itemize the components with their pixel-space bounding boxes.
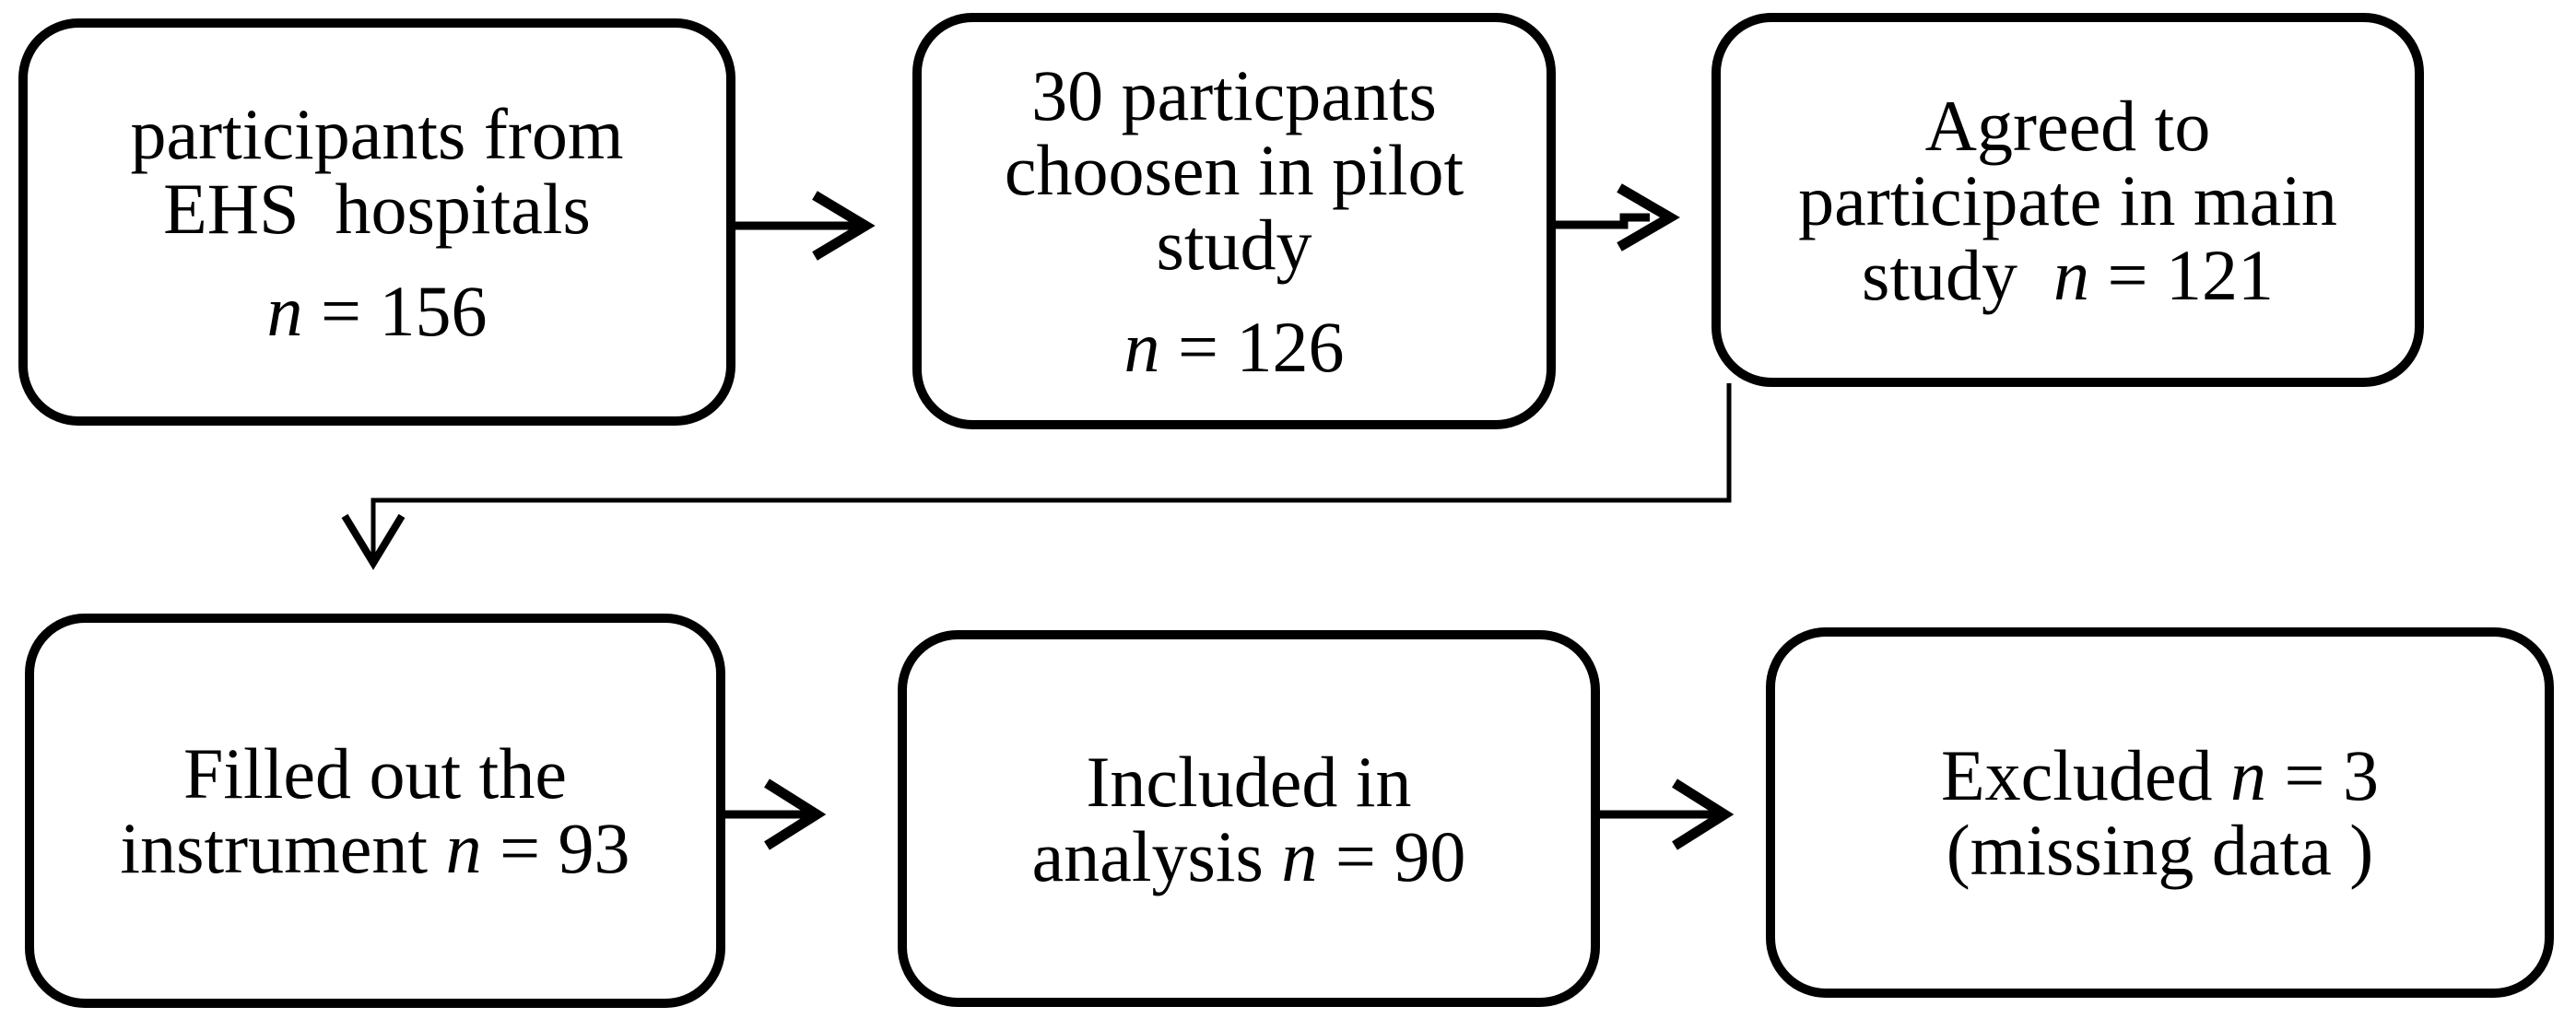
- text-segment: 30 particpants: [1031, 55, 1437, 135]
- text-segment: Filled out the: [183, 733, 567, 813]
- text-line: n = 126: [1124, 310, 1345, 384]
- arrowhead-box5-box6: [1672, 778, 1735, 850]
- flow-box-excluded-missing-data: Excluded n = 3(missing data ): [1766, 627, 2554, 998]
- text-segment: analysis: [1031, 815, 1282, 896]
- n-symbol: n: [266, 270, 303, 351]
- text-line: (missing data ): [1941, 813, 2379, 887]
- text-line: 30 particpants: [1005, 58, 1464, 133]
- arrowhead-box2-box3: [1617, 183, 1680, 252]
- n-symbol: n: [1123, 307, 1160, 387]
- text-segment: instrument: [120, 808, 446, 888]
- text-segment: Excluded: [1940, 735, 2231, 815]
- arrowhead-box1-box2: [812, 191, 876, 261]
- text-line: study n = 121: [1798, 238, 2337, 312]
- elbow-connector-box3-box4: [371, 383, 1732, 560]
- text-segment: = 3: [2266, 735, 2380, 815]
- text-segment: study: [1861, 234, 2054, 315]
- text-line: Included in: [1032, 744, 1466, 819]
- text-line: instrument n = 93: [120, 811, 629, 885]
- text-segment: choosen in pilot: [1004, 130, 1464, 210]
- text-segment: = 156: [302, 270, 488, 351]
- count-paragraph: n = 156: [267, 274, 488, 348]
- arrowhead-box4-box5: [764, 778, 827, 850]
- text-segment: = 121: [2089, 234, 2275, 315]
- text-line: participate in main: [1798, 163, 2337, 238]
- text-line: analysis n = 90: [1032, 819, 1466, 894]
- text-line: choosen in pilot: [1005, 133, 1464, 207]
- text-line: Filled out the: [120, 736, 629, 811]
- n-symbol: n: [445, 808, 482, 888]
- text-segment: = 126: [1159, 307, 1345, 387]
- text-segment: = 93: [481, 808, 630, 888]
- arrow-line-box2-box3: [1556, 213, 1650, 229]
- count-paragraph: n = 126: [1124, 310, 1345, 384]
- text-segment: Agreed to: [1924, 85, 2211, 166]
- text-segment: participants from: [130, 93, 624, 174]
- n-symbol: n: [2053, 234, 2090, 315]
- arrowhead-box3-box4: [341, 513, 406, 570]
- text-segment: Included in: [1086, 741, 1412, 822]
- text-segment: study: [1156, 205, 1312, 285]
- n-symbol: n: [1281, 815, 1318, 896]
- n-symbol: n: [2230, 735, 2267, 815]
- text-paragraph: Excluded n = 3(missing data ): [1941, 738, 2379, 887]
- text-line: study: [1005, 207, 1464, 282]
- text-line: EHS hospitals: [131, 171, 624, 246]
- text-segment: (missing data ): [1946, 810, 2374, 890]
- text-line: Agreed to: [1798, 88, 2337, 163]
- text-line: n = 156: [267, 274, 488, 348]
- text-segment: = 90: [1317, 815, 1466, 896]
- text-line: Excluded n = 3: [1941, 738, 2379, 813]
- text-line: participants from: [131, 97, 624, 171]
- text-segment: EHS hospitals: [163, 168, 591, 249]
- text-segment: participate in main: [1798, 159, 2337, 240]
